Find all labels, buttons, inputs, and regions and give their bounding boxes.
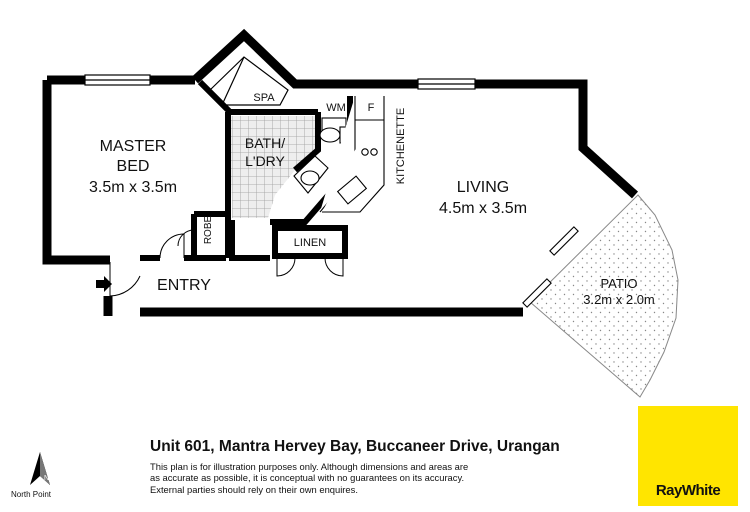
windows bbox=[84, 74, 476, 90]
spa-label: SPA bbox=[253, 92, 275, 104]
robe-label: ROBE bbox=[203, 216, 214, 245]
fridge-label: F bbox=[368, 102, 375, 114]
master-bed-label: MASTER bbox=[100, 138, 167, 155]
entry-arrow-icon bbox=[96, 276, 112, 292]
master-bed-size: 3.5m x 3.5m bbox=[89, 179, 177, 196]
living-size: 4.5m x 3.5m bbox=[439, 200, 527, 217]
patio-floor bbox=[529, 194, 679, 398]
bath-label: BATH/ bbox=[245, 135, 285, 151]
master-bed-label-2: BED bbox=[117, 158, 150, 175]
linen-label: LINEN bbox=[294, 237, 326, 249]
wm-label: WM bbox=[326, 102, 346, 114]
kitchenette bbox=[319, 96, 385, 213]
north-letter: N bbox=[44, 475, 49, 482]
doors bbox=[109, 229, 344, 297]
disclaimer-line: as accurate as possible, it is conceptua… bbox=[150, 472, 465, 484]
entry-label: ENTRY bbox=[157, 277, 211, 294]
living-label: LIVING bbox=[457, 179, 509, 196]
kitchenette-label: KITCHENETTE bbox=[395, 108, 407, 184]
brand-name: RayWhite bbox=[655, 482, 721, 499]
north-point-label: North Point bbox=[11, 490, 52, 499]
raywhite-logo: RayWhite bbox=[638, 406, 738, 506]
exterior-walls bbox=[42, 28, 639, 317]
bath-label-2: L'DRY bbox=[245, 153, 285, 169]
disclaimer: This plan is for illustration purposes o… bbox=[150, 461, 480, 495]
bathroom-fixtures bbox=[293, 117, 347, 194]
patio-label: PATIO bbox=[600, 276, 637, 291]
north-point-icon: N bbox=[30, 452, 50, 485]
patio-size: 3.2m x 2.0m bbox=[583, 292, 655, 307]
disclaimer-line: This plan is for illustration purposes o… bbox=[150, 461, 469, 472]
bathroom-floor bbox=[228, 116, 318, 218]
disclaimer-line: External parties should rely on their ow… bbox=[150, 483, 358, 495]
sliding-doors bbox=[522, 226, 579, 308]
spa bbox=[209, 56, 289, 106]
plan-title: Unit 601, Mantra Hervey Bay, Buccaneer D… bbox=[150, 438, 560, 455]
